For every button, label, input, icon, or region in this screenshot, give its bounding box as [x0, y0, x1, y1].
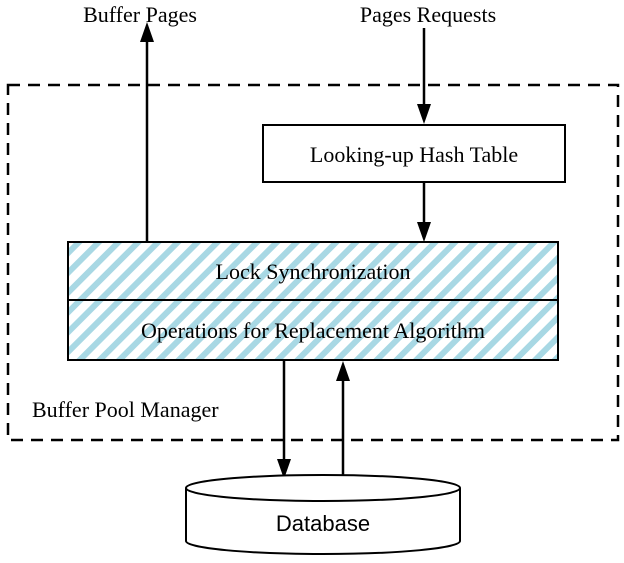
pages-requests-arrow-head	[417, 104, 431, 124]
hash-to-lock-arrow-head	[417, 222, 431, 242]
replacement-ops-box	[67, 299, 559, 361]
lock-sync-box	[67, 241, 559, 301]
hash-table-box	[262, 124, 566, 183]
database-cylinder-icon	[185, 474, 461, 555]
buffer-pool-manager-boundary	[6, 83, 620, 442]
from-database-arrow-head	[336, 361, 350, 381]
pages-requests-label: Pages Requests	[360, 2, 496, 27]
buffer-pages-label: Buffer Pages	[83, 2, 197, 27]
buffer-pool-manager-label: Buffer Pool Manager	[32, 397, 219, 422]
to-database-arrow-head	[277, 459, 291, 479]
lock-sync-label: Lock Synchronization	[216, 259, 411, 284]
buffer-pages-arrow-head	[140, 22, 154, 42]
database-label: Database	[276, 511, 370, 536]
replacement-ops-label: Operations for Replacement Algorithm	[141, 318, 485, 343]
hash-table-label: Looking-up Hash Table	[310, 142, 518, 167]
